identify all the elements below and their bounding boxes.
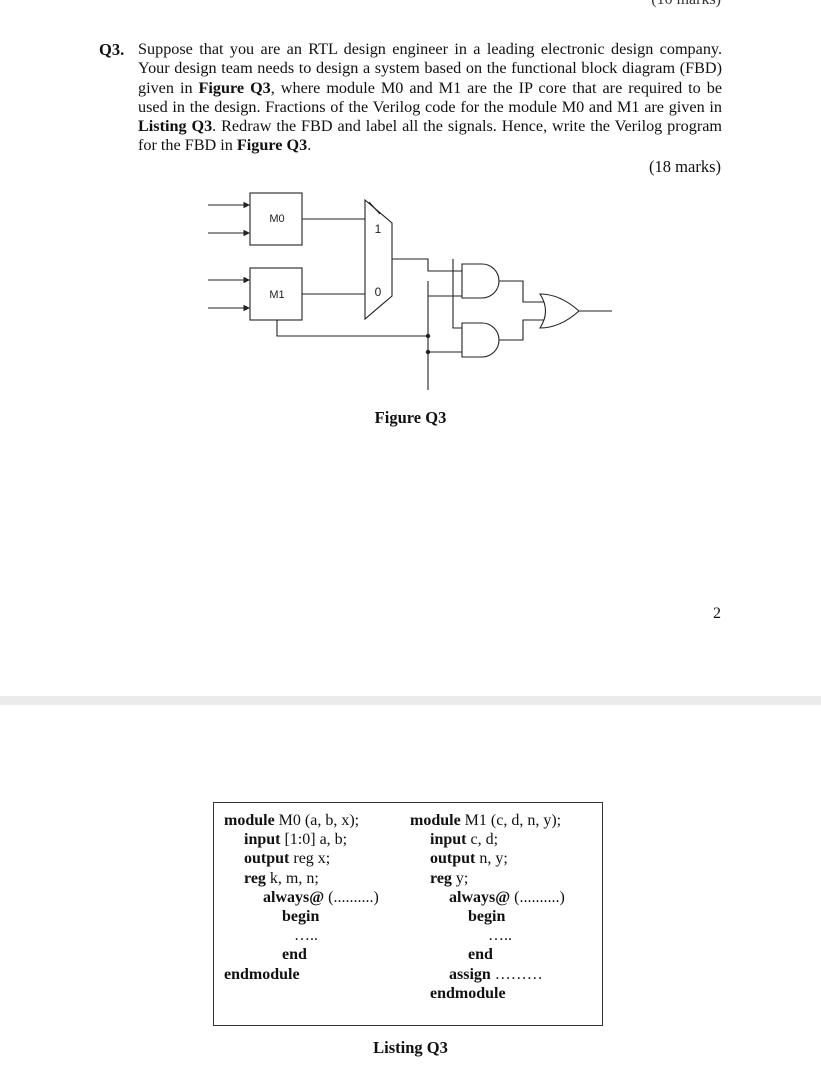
code-keyword: always@ [449,888,511,906]
and-gate-top [461,263,500,299]
code-line: input c, d; [430,830,498,849]
mux-select-wire [368,201,381,215]
code-text: ….. [488,927,512,945]
question-text: Suppose that you are an RTL design engin… [138,40,722,156]
question-number: Q3. [99,40,125,59]
code-keyword: module [410,812,461,829]
code-line: always@ (..........) [263,888,379,907]
code-text: (..........) [324,888,379,906]
code-line: endmodule [430,984,506,1003]
code-keyword: input [244,831,281,849]
code-text: M1 (c, d, n, y); [460,812,562,829]
code-listing-box: module M0 (a, b, x);input [1:0] a, b;out… [213,802,603,1026]
code-line: module M1 (c, d, n, y); [410,811,561,830]
page-separator [0,696,821,705]
and-top-output-wire [499,280,544,303]
code-keyword: output [430,850,476,868]
m1-second-output-wire [276,320,428,337]
code-keyword: end [282,946,307,964]
code-line: always@ (..........) [449,888,565,907]
and-gate-bottom [461,322,500,358]
and-bottom-output-wire [499,319,544,341]
code-line: output n, y; [430,849,508,868]
question-bold-reference: Figure Q3 [236,136,308,155]
code-keyword: endmodule [430,984,506,1002]
question-bold-reference: Listing Q3 [138,117,213,136]
code-text: M0 (a, b, x); [274,812,360,829]
question-text-segment: . [307,136,312,155]
code-line: input [1:0] a, b; [244,830,347,849]
code-keyword: begin [468,908,506,925]
code-line: endmodule [224,965,300,984]
code-keyword: endmodule [224,965,300,983]
code-line: ….. [294,926,318,945]
code-line: reg y; [430,869,468,888]
code-line: module M0 (a, b, x); [224,811,359,830]
question-marks: (18 marks) [649,157,721,176]
code-line: end [468,945,493,964]
listing-caption: Listing Q3 [373,1038,448,1057]
code-keyword: reg [244,869,266,887]
code-line: end [282,945,307,964]
mux-input-1-label: 1 [375,222,382,236]
figure-caption: Figure Q3 [374,408,447,427]
code-text: n, y; [475,850,508,868]
code-keyword: module [224,812,275,829]
block-m0 [249,192,303,246]
question-text-segment: . Redraw the FBD and label all the signa… [138,117,722,155]
code-text: k, m, n; [265,869,319,887]
multiplexer [364,198,393,321]
code-text: [1:0] a, b; [280,831,348,849]
code-text: ……… [490,965,543,983]
mux-output-wire [392,258,462,272]
code-text: ….. [294,927,318,945]
code-keyword: reg [430,869,452,887]
code-line: output reg x; [244,849,330,868]
and-bottom-input-a-wire [452,259,462,329]
code-text: c, d; [466,831,499,849]
question-bold-reference: Figure Q3 [198,78,271,97]
block-m1-label: M1 [269,289,284,301]
block-m0-label: M0 [269,213,284,225]
code-text: y; [451,869,469,887]
previous-marks-text: (10 marks) [651,0,721,9]
junction-dot [425,333,431,339]
junction-dot [425,349,431,355]
page-number: 2 [713,605,721,622]
code-keyword: end [468,946,493,964]
code-line: ….. [488,926,512,945]
code-keyword: output [244,850,290,868]
previous-marks-cut: (10 marks) [0,0,821,14]
code-line: assign ……… [449,965,543,984]
question-text-segment: , where module M0 and M1 are the IP core… [138,78,723,116]
code-keyword: assign [449,965,491,983]
question-text-segment: Suppose that you are an RTL design engin… [138,40,722,97]
or-gate [538,293,580,329]
code-text: (..........) [510,888,565,906]
code-keyword: always@ [263,888,325,906]
mux-input-0-label: 0 [375,285,382,299]
code-keyword: input [430,831,467,849]
code-line: begin [282,907,319,926]
code-text: reg x; [289,850,331,868]
code-line: reg k, m, n; [244,869,319,888]
code-keyword: begin [282,908,320,925]
code-line: begin [468,907,505,926]
functional-block-diagram: M0 M1 1 0 [208,192,612,390]
